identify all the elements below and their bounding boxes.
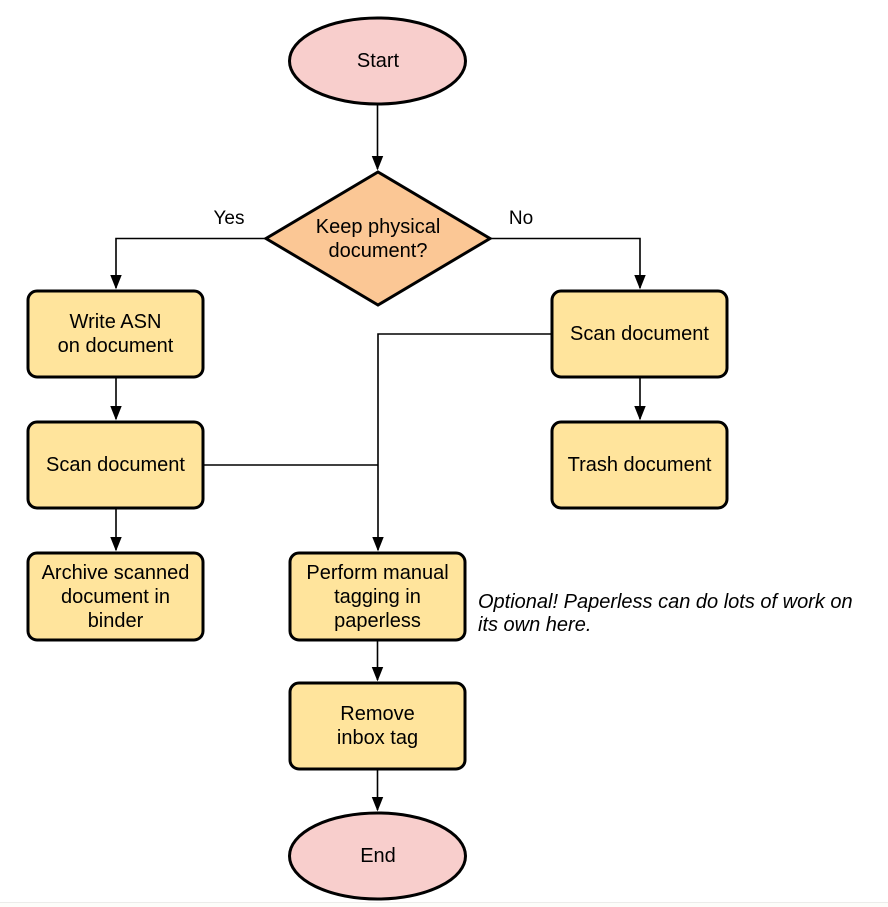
node-tagging bbox=[288, 551, 467, 642]
node-trash bbox=[550, 420, 729, 510]
node-scan-left bbox=[26, 420, 205, 510]
edge-decision-no bbox=[490, 237, 646, 290]
node-decision bbox=[263, 170, 493, 307]
optional-annotation: Optional! Paperless can do lots of work … bbox=[478, 591, 853, 636]
node-start bbox=[288, 16, 467, 106]
page-bottom-edge bbox=[0, 902, 888, 907]
edge-decision-yes bbox=[110, 237, 266, 290]
node-remove-inbox bbox=[288, 681, 467, 771]
node-scan-right bbox=[550, 289, 729, 379]
node-write-asn bbox=[26, 289, 205, 379]
node-archive bbox=[26, 551, 205, 642]
edge-scanright-to-tagging bbox=[372, 333, 552, 552]
node-end bbox=[288, 811, 467, 901]
yes-edge-label: Yes bbox=[213, 208, 245, 229]
no-edge-label: No bbox=[508, 208, 534, 229]
